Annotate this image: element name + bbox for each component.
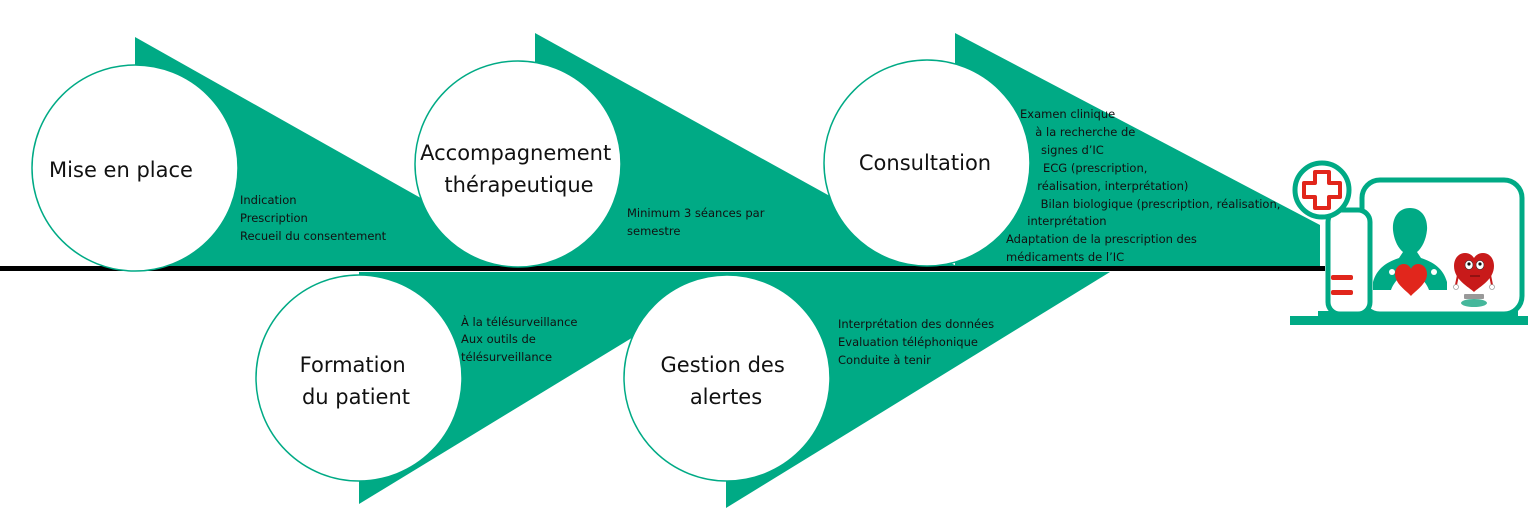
- top-wedge-3: [955, 33, 1320, 268]
- doctor-icon: [1373, 208, 1447, 290]
- step-circle-accompagnement[interactable]: [414, 60, 622, 268]
- step-details-gestion-alertes: Interprétation des données Evaluation té…: [838, 317, 998, 367]
- step-details-accompagnement: Minimum 3 séances par semestre: [627, 206, 768, 238]
- step-circle-mise-en-place[interactable]: [31, 64, 239, 272]
- step-details-formation: À la télésurveillance Aux outils de télé…: [461, 314, 581, 364]
- heart-icon: [1395, 264, 1427, 296]
- medical-cross-icon: [1292, 160, 1352, 220]
- bottom-wedge-2: [726, 272, 1110, 508]
- monitor-icon: [1325, 177, 1525, 317]
- step-circle-formation[interactable]: [255, 274, 463, 482]
- step-circle-consultation[interactable]: [823, 59, 1031, 267]
- heart-mascot-icon: [1453, 253, 1495, 307]
- step-title-gestion-alertes: Gestion des alertes: [661, 353, 792, 409]
- telemonitoring-illustration: [1290, 160, 1528, 325]
- step-details-consultation: Examen clinique à la recherche de signes…: [0, 0, 1299, 264]
- timeline-axis: [0, 266, 1325, 271]
- step-details-mise-en-place: Indication Prescription Recueil du conse…: [240, 193, 387, 243]
- step-title-mise-en-place: Mise en place: [49, 158, 193, 182]
- step-title-accompagnement: Accompagnement thérapeutique: [420, 141, 618, 197]
- equals-icon: [1331, 275, 1353, 295]
- monitor-base: [1290, 316, 1528, 325]
- step-title-consultation: Consultation: [859, 151, 991, 175]
- step-title-formation: Formation du patient: [300, 353, 413, 409]
- step-circle-gestion-alertes[interactable]: [623, 274, 831, 482]
